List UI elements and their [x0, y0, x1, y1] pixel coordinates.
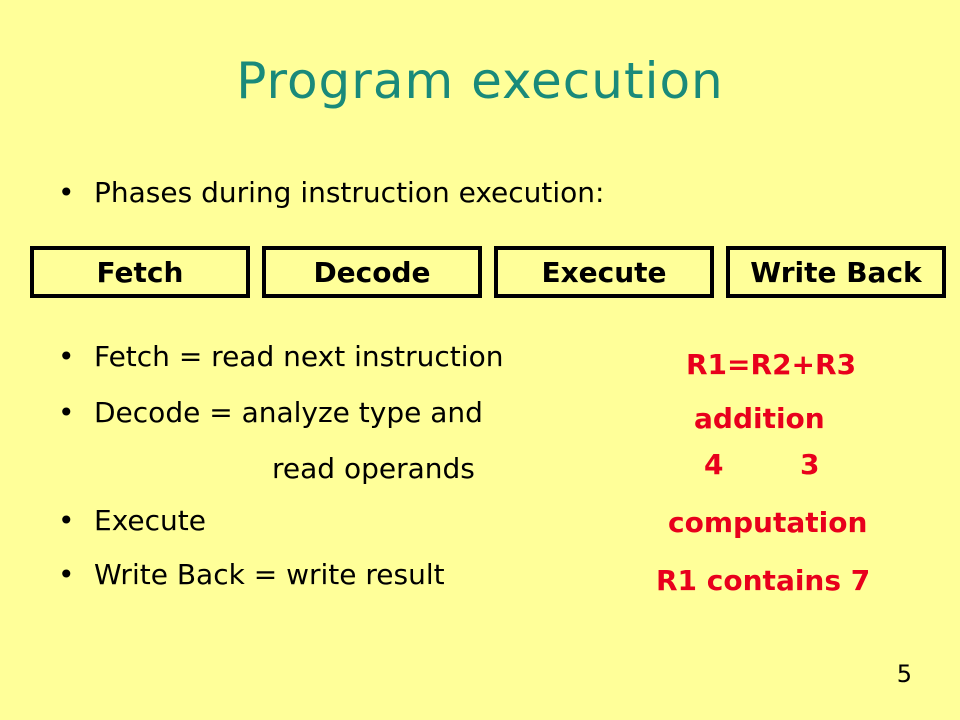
bullet-glyph: •: [58, 340, 75, 373]
page-number: 5: [896, 660, 912, 688]
bullet-text: Write Back = write result: [94, 558, 445, 591]
phase-write-back: Write Back: [726, 246, 946, 298]
example-operand-b: 3: [800, 448, 820, 481]
bullet-decode-continued: read operands: [272, 452, 475, 485]
example-step: computation: [668, 506, 868, 539]
example-result: R1 contains 7: [656, 564, 871, 597]
bullet-decode: • Decode = analyze type and: [58, 396, 483, 429]
example-operand-a: 4: [704, 448, 724, 481]
bullet-glyph: •: [58, 504, 75, 537]
bullet-glyph: •: [58, 396, 75, 429]
page-title: Program execution: [236, 52, 724, 110]
phase-decode: Decode: [262, 246, 482, 298]
intro-bullet: • Phases during instruction execution:: [58, 176, 604, 209]
bullet-text: read operands: [272, 452, 475, 485]
bullet-text: Execute: [94, 504, 206, 537]
phase-fetch: Fetch: [30, 246, 250, 298]
phase-execute: Execute: [494, 246, 714, 298]
bullet-text: Fetch = read next instruction: [94, 340, 504, 373]
example-operation: addition: [694, 402, 825, 435]
bullet-glyph: •: [58, 176, 75, 209]
bullet-glyph: •: [58, 558, 75, 591]
bullet-write-back: • Write Back = write result: [58, 558, 445, 591]
example-instruction: R1=R2+R3: [686, 348, 857, 381]
bullet-text: Decode = analyze type and: [94, 396, 483, 429]
intro-text: Phases during instruction execution:: [94, 176, 605, 209]
bullet-fetch: • Fetch = read next instruction: [58, 340, 503, 373]
bullet-execute: • Execute: [58, 504, 206, 537]
